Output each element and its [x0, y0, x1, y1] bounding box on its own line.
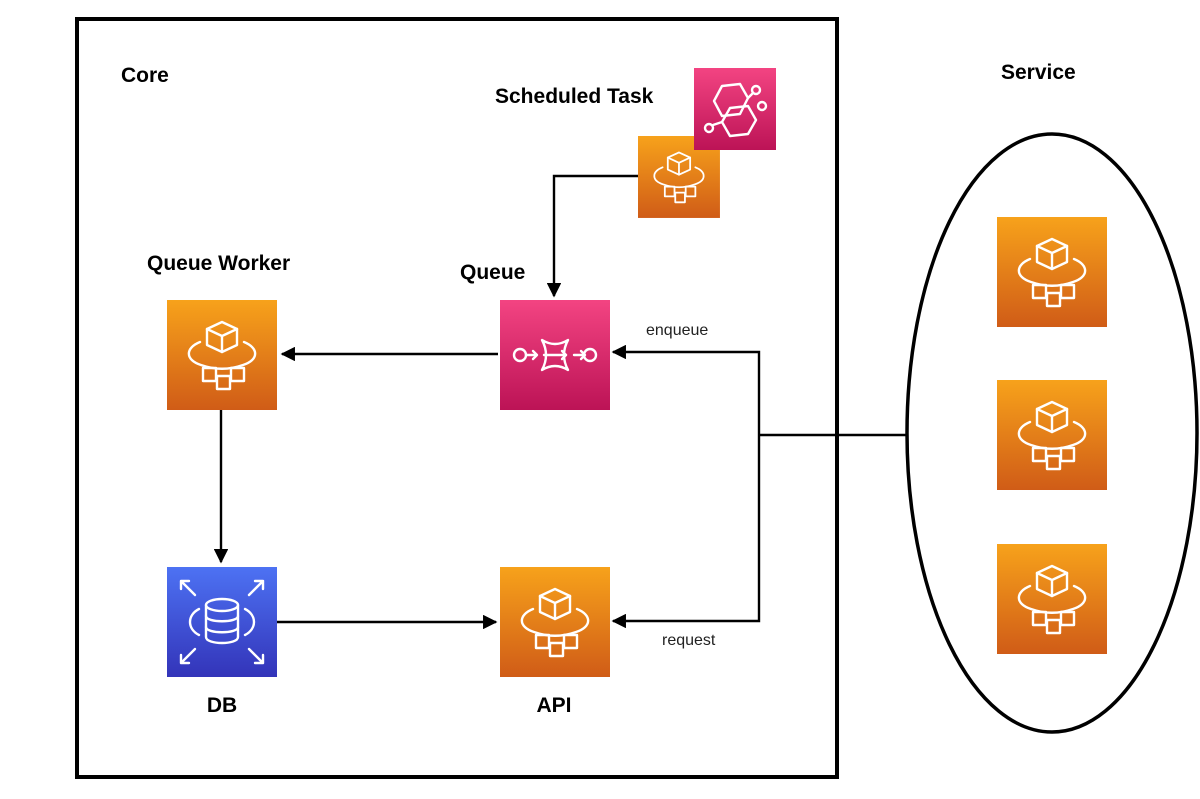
database-icon	[165, 565, 279, 679]
queue-label: Queue	[460, 261, 525, 284]
core-group-border	[75, 17, 839, 779]
queue-worker-label: Queue Worker	[147, 252, 290, 275]
compute-cube-icon	[498, 565, 612, 679]
service-group-border	[905, 132, 1199, 734]
service-instance-2-compute-icon[interactable]	[995, 378, 1109, 492]
api-label: API	[536, 694, 571, 717]
api-node[interactable]: API	[498, 565, 612, 717]
scheduler-icon	[692, 66, 778, 152]
core-group-label: Core	[121, 64, 169, 87]
db-label: DB	[207, 694, 237, 717]
compute-cube-icon	[165, 298, 279, 412]
edge-request	[611, 435, 761, 629]
edge-label-enqueue: enqueue	[646, 322, 708, 339]
edge-label-request: request	[662, 632, 716, 649]
service-instance-1-compute-icon[interactable]	[995, 215, 1109, 329]
scheduled-task-node[interactable]: Scheduled Task	[495, 66, 778, 219]
queue-node[interactable]: Queue	[460, 261, 612, 412]
queue-icon	[498, 298, 612, 412]
service-instance-3-compute-icon[interactable]	[995, 542, 1109, 656]
service-group-label: Service	[1001, 61, 1076, 84]
edge-scheduled-task-to-queue	[546, 174, 638, 298]
queue-worker-node[interactable]: Queue Worker	[147, 252, 290, 412]
edge-enqueue	[611, 344, 761, 435]
db-node[interactable]: DB	[165, 565, 279, 717]
scheduled-task-label: Scheduled Task	[495, 85, 654, 108]
